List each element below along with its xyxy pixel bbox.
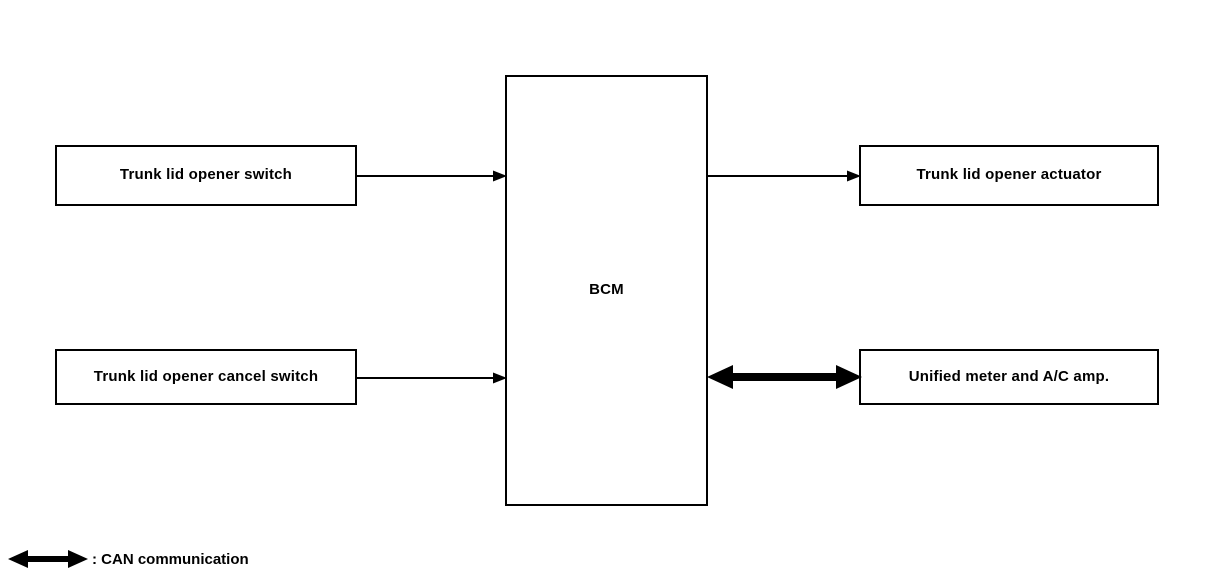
connector-cancel-switch-to-bcm-arrow-icon xyxy=(357,367,507,389)
node-label: Trunk lid opener switch xyxy=(119,166,293,184)
node-label: Trunk lid opener actuator xyxy=(916,166,1102,184)
node-label: BCM xyxy=(589,281,624,299)
double-headed-arrow-icon xyxy=(8,546,88,572)
legend-label: : CAN communication xyxy=(92,550,249,568)
node-label: Unified meter and A/C amp. xyxy=(908,367,1110,385)
node-unified-meter-and-ac-amp: Unified meter and A/C amp. xyxy=(859,349,1159,405)
connector-bcm-to-meter-can-double-arrow-icon xyxy=(707,358,862,396)
node-trunk-lid-opener-switch: Trunk lid opener switch xyxy=(55,145,357,206)
node-label: Trunk lid opener cancel switch xyxy=(93,367,319,385)
legend: : CAN communication xyxy=(8,546,249,572)
connector-switch-to-bcm-arrow-icon xyxy=(357,165,507,187)
node-trunk-lid-opener-cancel-switch: Trunk lid opener cancel switch xyxy=(55,349,357,405)
connector-bcm-to-actuator-arrow-icon xyxy=(708,165,861,187)
node-trunk-lid-opener-actuator: Trunk lid opener actuator xyxy=(859,145,1159,206)
node-bcm: BCM xyxy=(505,75,708,506)
